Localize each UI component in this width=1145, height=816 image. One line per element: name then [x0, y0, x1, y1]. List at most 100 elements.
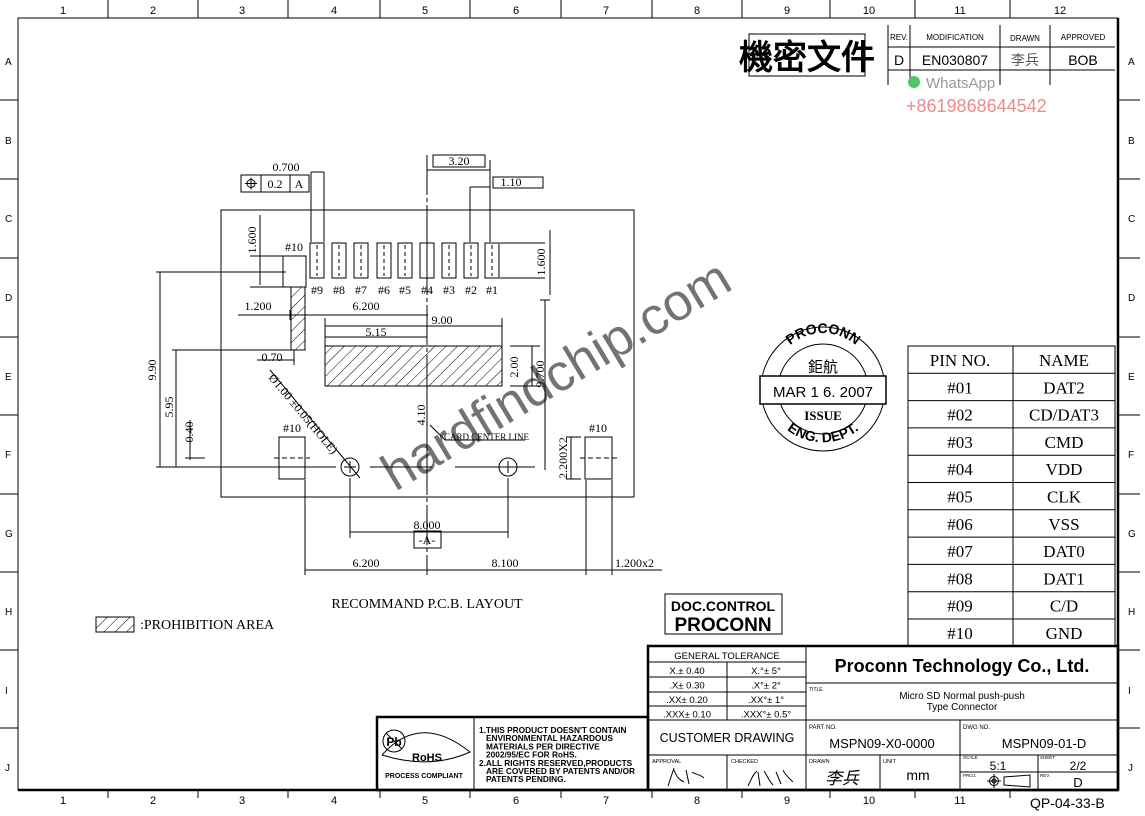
- stamp-bottom-text: ENG. DEPT.: [785, 419, 861, 445]
- dimension-d900: 9.00: [432, 313, 453, 327]
- pad-10-top: [282, 255, 307, 288]
- pin-name: CD/DAT3: [1029, 406, 1099, 425]
- whatsapp-overlay: WhatsApp +8619868644542: [906, 75, 1047, 116]
- pin-name: VSS: [1048, 515, 1079, 534]
- dimension-d2200: 2.200X2: [556, 437, 570, 479]
- rohs-label: RoHS: [412, 752, 442, 764]
- dimension-d8000: 8.000: [414, 518, 441, 532]
- label: H: [1128, 607, 1135, 618]
- label: F: [5, 450, 11, 461]
- label: 8: [694, 5, 700, 17]
- pad-10-label: #10: [589, 421, 607, 435]
- dimension-d0700: 0.700: [273, 160, 300, 174]
- sheet-label: SHEET: [1040, 755, 1055, 760]
- stamp-name: 鉅航: [808, 359, 838, 376]
- pin-number: #02: [947, 406, 973, 425]
- drawn-value: 李兵: [1011, 52, 1039, 68]
- proj-label: PROJ.: [963, 773, 976, 778]
- label: 1.THIS PRODUCT DOESN'T CONTAIN: [479, 725, 626, 735]
- pb-label: Pb: [386, 735, 401, 749]
- label: MATERIALS PER DIRECTIVE: [486, 741, 600, 751]
- pin-number: #07: [947, 542, 973, 561]
- pin-name: GND: [1046, 624, 1083, 643]
- pad: [463, 242, 479, 279]
- pin-name: CLK: [1047, 488, 1082, 507]
- drawn-signature: 李兵: [825, 769, 860, 788]
- dimension-d990: 9.90: [145, 360, 159, 381]
- sheet-value: 2/2: [1070, 759, 1087, 773]
- legend-label: :PROHIBITION AREA: [140, 618, 275, 633]
- drawing-number: MSPN09-01-D: [1002, 736, 1087, 751]
- label: .X°± 2°: [751, 681, 781, 692]
- prohibition-area-main: [324, 345, 503, 387]
- dwg-no-label: DWG NO.: [963, 725, 990, 731]
- pin-name: VDD: [1046, 460, 1083, 479]
- label: PIN NO.: [930, 351, 990, 370]
- label: 7: [603, 5, 609, 17]
- scale-value: 5:1: [990, 759, 1007, 773]
- dimension-d1200: 1.200: [245, 299, 272, 313]
- dimension-d200: 2.00: [507, 357, 521, 378]
- label: C: [5, 214, 12, 225]
- prohibition-area-strip: [290, 286, 306, 351]
- pad-label: #1: [486, 283, 498, 297]
- checked-signature: [747, 769, 794, 787]
- customer-drawing-label: CUSTOMER DRAWING: [660, 731, 795, 745]
- label: 1: [60, 5, 66, 17]
- label: 1: [60, 795, 66, 807]
- pin-number: #09: [947, 597, 973, 616]
- card-center-line-label: CARD CENTER LINE: [444, 432, 529, 442]
- part-number: MSPN09-X0-0000: [829, 736, 935, 751]
- drawing-title-line1: Micro SD Normal push-push: [899, 691, 1025, 702]
- label: 7: [603, 795, 609, 807]
- pin-number: #05: [947, 488, 973, 507]
- pad: [331, 242, 347, 279]
- whatsapp-icon: [908, 76, 920, 88]
- label: 8: [694, 795, 700, 807]
- doc-control-stamp: DOC.CONTROL PROCONN: [664, 593, 783, 636]
- pin-number: #01: [947, 378, 973, 397]
- confidential-stamp: 機密文件: [739, 33, 875, 77]
- rev-label: REV.: [1040, 773, 1050, 778]
- doc-control-line2: PROCONN: [674, 615, 771, 636]
- pin-number: #06: [947, 515, 973, 534]
- pad: [419, 242, 435, 279]
- dimension-d8100: 8.100: [492, 556, 519, 570]
- drawn-header: DRAWN: [1010, 34, 1040, 43]
- pin-name: C/D: [1050, 597, 1078, 616]
- pad-label: #4: [421, 283, 433, 297]
- dimension-d410: 4.10: [414, 405, 428, 426]
- label: B: [1128, 136, 1135, 147]
- pad: [397, 242, 413, 279]
- dimension-d6200a: 6.200: [353, 299, 380, 313]
- phone-number: +8619868644542: [906, 96, 1047, 116]
- label: .XXX°± 0.5°: [741, 710, 792, 721]
- rev-value: D: [1073, 775, 1082, 790]
- label: D: [5, 293, 12, 304]
- rev-value: D: [894, 52, 904, 68]
- dimension-d1600b: 1.600: [534, 249, 548, 276]
- label: 3: [239, 795, 245, 807]
- label: 9: [784, 795, 790, 807]
- label: 4: [331, 5, 337, 17]
- issue-stamp: PROCONN ENG. DEPT. 鉅航 MAR 1 6. 2007 ISSU…: [759, 320, 887, 452]
- rev-header: REV.: [890, 33, 908, 42]
- label: ARE COVERED BY PATENTS AND/OR: [486, 766, 635, 776]
- dimension-d515: 5.15: [366, 325, 387, 339]
- hole-left: [340, 457, 360, 477]
- part-no-label: PART NO.: [809, 725, 837, 731]
- pad: [353, 242, 369, 279]
- doc-control-line1: DOC.CONTROL: [671, 598, 776, 614]
- dimension-d070: 0.70: [262, 350, 283, 364]
- pad: [484, 242, 500, 279]
- label: 6: [513, 5, 519, 17]
- gdt-tolerance: 0.2: [268, 177, 283, 191]
- label: E: [1128, 372, 1135, 383]
- pad-label: #2: [465, 283, 477, 297]
- pad-label: #5: [399, 283, 411, 297]
- label: 5: [422, 795, 428, 807]
- label: I: [5, 686, 8, 697]
- label: I: [1128, 686, 1131, 697]
- pin-number: #03: [947, 433, 973, 452]
